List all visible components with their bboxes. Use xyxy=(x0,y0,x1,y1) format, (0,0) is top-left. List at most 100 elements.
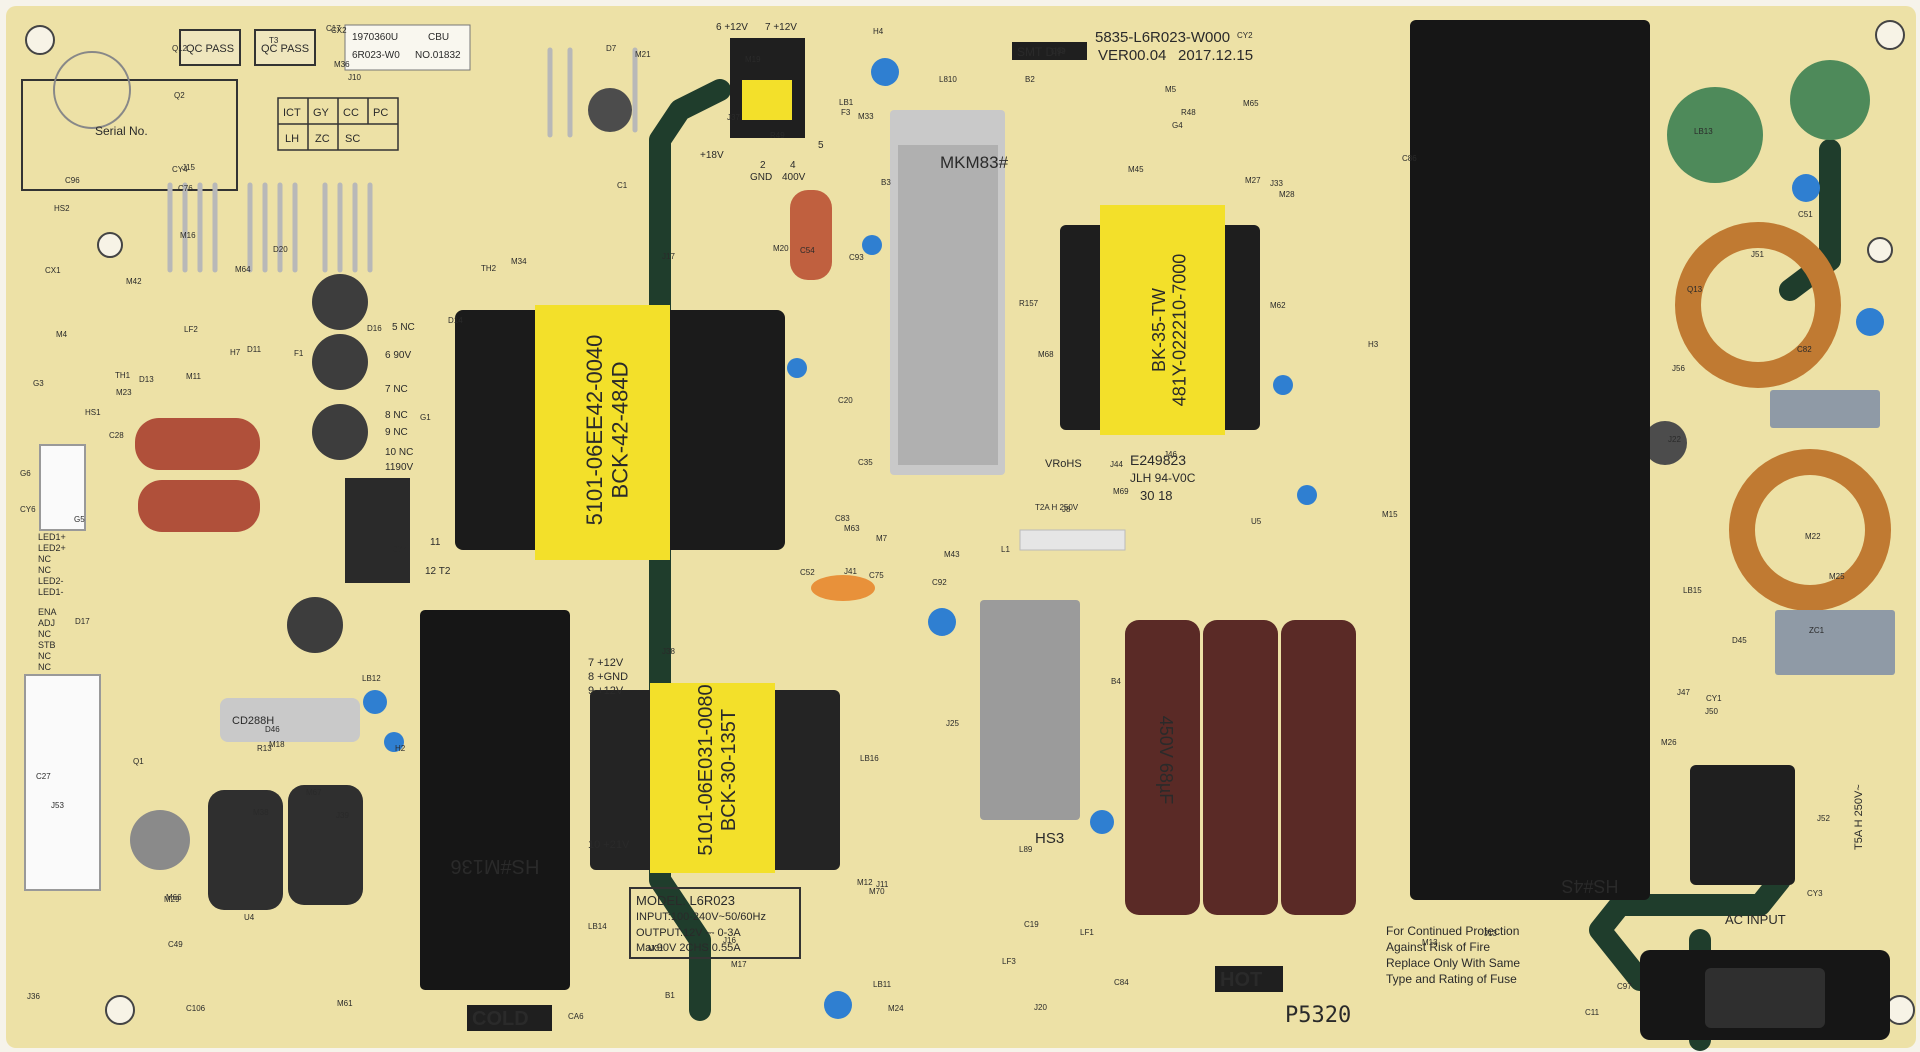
smt-tag: SMT DIP xyxy=(1017,45,1065,59)
ref-designator: J17 xyxy=(662,252,675,261)
ref-designator: M45 xyxy=(1128,165,1144,174)
hs3-label: HS3 xyxy=(1035,830,1064,847)
ref-designator: M70 xyxy=(869,887,885,896)
ref-designator: M34 xyxy=(511,257,527,266)
ref-designator: M23 xyxy=(116,388,132,397)
ref-designator: C83 xyxy=(835,514,850,523)
ntc-thermistors xyxy=(1667,60,1870,183)
ref-designator: C27 xyxy=(36,772,51,781)
ref-designator: J36 xyxy=(27,992,40,1001)
ref-designator: G6 xyxy=(20,469,31,478)
ref-designator: C51 xyxy=(1798,210,1813,219)
x-capacitors xyxy=(1690,390,1895,885)
ref-designator: Q1 xyxy=(133,757,144,766)
ref-designator: B4 xyxy=(1111,677,1121,686)
ref-designator: HS1 xyxy=(85,408,101,417)
pin-leftb-4: STB xyxy=(38,640,56,650)
output-label: OUTPUT:12V ⎓ 0-3A xyxy=(636,927,741,939)
heatsink-left xyxy=(420,610,570,990)
ref-designator: C19 xyxy=(1024,920,1039,929)
ref-designator: J53 xyxy=(51,801,64,810)
ref-designator: M31 xyxy=(648,944,664,953)
pin-left-4: NC xyxy=(38,565,51,575)
vrohs-label: VRoHS xyxy=(1045,458,1082,470)
ac-input-label: AC INPUT xyxy=(1725,912,1786,927)
reference-designators: C92M64M63M66M65J33J8J10C51C52M62M61C93M6… xyxy=(20,24,1845,1021)
ref-designator: J44 xyxy=(1110,460,1123,469)
heatsink-left-label: HS#M136 xyxy=(451,855,540,877)
ref-designator: J13 xyxy=(1484,929,1497,938)
t3-pin-6: 5 xyxy=(818,140,824,151)
ref-designator: J15 xyxy=(182,163,195,172)
pin-left-5: LED2- xyxy=(38,576,64,586)
ref-designator: LB12 xyxy=(362,674,381,683)
ref-designator: CY2 xyxy=(1237,31,1253,40)
ref-designator: R48 xyxy=(1181,108,1196,117)
pin-leftb-1: ENA xyxy=(38,607,57,617)
ref-designator: C54 xyxy=(800,246,815,255)
y-capacitors xyxy=(363,58,1884,1019)
ref-designator: J22 xyxy=(1668,435,1681,444)
ref-designator: M19 xyxy=(745,55,761,64)
t3-pin-3: +18V xyxy=(700,150,724,161)
ref-designator: LB13 xyxy=(1694,127,1713,136)
pin-left-6: LED1- xyxy=(38,587,64,597)
ref-designator: D16 xyxy=(367,324,382,333)
ref-designator: C35 xyxy=(858,458,873,467)
ref-designator: Q12 xyxy=(172,44,188,53)
ref-designator: C52 xyxy=(800,568,815,577)
part-number: P5320 xyxy=(1285,1003,1351,1028)
electrolytic-caps-lv xyxy=(130,88,1687,910)
t3-pin-2: 7 +12V xyxy=(765,22,797,33)
ref-designator: M21 xyxy=(635,50,651,59)
ref-designator: M22 xyxy=(1805,532,1821,541)
ref-designator: J39 xyxy=(336,811,349,820)
ref-designator: LF1 xyxy=(1080,928,1094,937)
ref-designator: C11 xyxy=(1585,1008,1600,1017)
ref-designator: U4 xyxy=(244,913,255,922)
ref-designator: M7 xyxy=(876,534,888,543)
ref-designator: C77 xyxy=(392,545,407,554)
t2-pin-4: 8 NC xyxy=(385,410,408,421)
ref-designator: M61 xyxy=(337,999,353,1008)
ref-designator: H7 xyxy=(230,348,241,357)
caution-2: Against Risk of Fire xyxy=(1386,940,1490,954)
ref-designator: L1 xyxy=(1001,545,1010,554)
ref-designator: M38 xyxy=(253,808,269,817)
rectifier-diodes xyxy=(287,274,368,653)
ref-designator: J51 xyxy=(1751,250,1764,259)
pin-leftb-5: NC xyxy=(38,651,51,661)
t2-pin-5: 9 NC xyxy=(385,427,408,438)
ref-designator: J25 xyxy=(946,719,959,728)
ref-designator: B1 xyxy=(665,991,675,1000)
ref-designator: M18 xyxy=(269,740,285,749)
t2-pin-2: 6 90V xyxy=(385,350,411,361)
ref-designator: M11 xyxy=(186,372,202,381)
ul-code: E249823 xyxy=(1130,452,1186,468)
ref-designator: LB14 xyxy=(588,922,607,931)
board-date: 2017.12.15 xyxy=(1178,47,1253,64)
ref-designator: C99 xyxy=(1051,47,1066,56)
date-code: 30 18 xyxy=(1140,488,1173,503)
ref-designator: C28 xyxy=(109,431,124,440)
fuse-label-2: T5A H 250V~ xyxy=(1853,784,1865,850)
ref-designator: T3 xyxy=(269,36,279,45)
ref-designator: C76 xyxy=(178,184,193,193)
ref-designator: CX1 xyxy=(45,266,61,275)
t4-pin-1: 7 +12V xyxy=(588,657,624,669)
small-parts xyxy=(220,38,1126,820)
ref-designator: J47 xyxy=(1677,688,1690,697)
ref-designator: M27 xyxy=(1245,176,1261,185)
inspect-lh: LH xyxy=(285,133,299,145)
ref-designator: M66 xyxy=(166,893,182,902)
qc-pass-2: QC PASS xyxy=(261,43,309,55)
ref-designator: M24 xyxy=(888,1004,904,1013)
ref-designator: C82 xyxy=(1797,345,1812,354)
ref-designator: C49 xyxy=(168,940,183,949)
ref-designator: R13 xyxy=(257,744,272,753)
ref-designator: G3 xyxy=(33,379,44,388)
ref-designator: C1 xyxy=(617,181,628,190)
ref-designator: D17 xyxy=(75,617,90,626)
ref-designator: G4 xyxy=(1172,121,1183,130)
